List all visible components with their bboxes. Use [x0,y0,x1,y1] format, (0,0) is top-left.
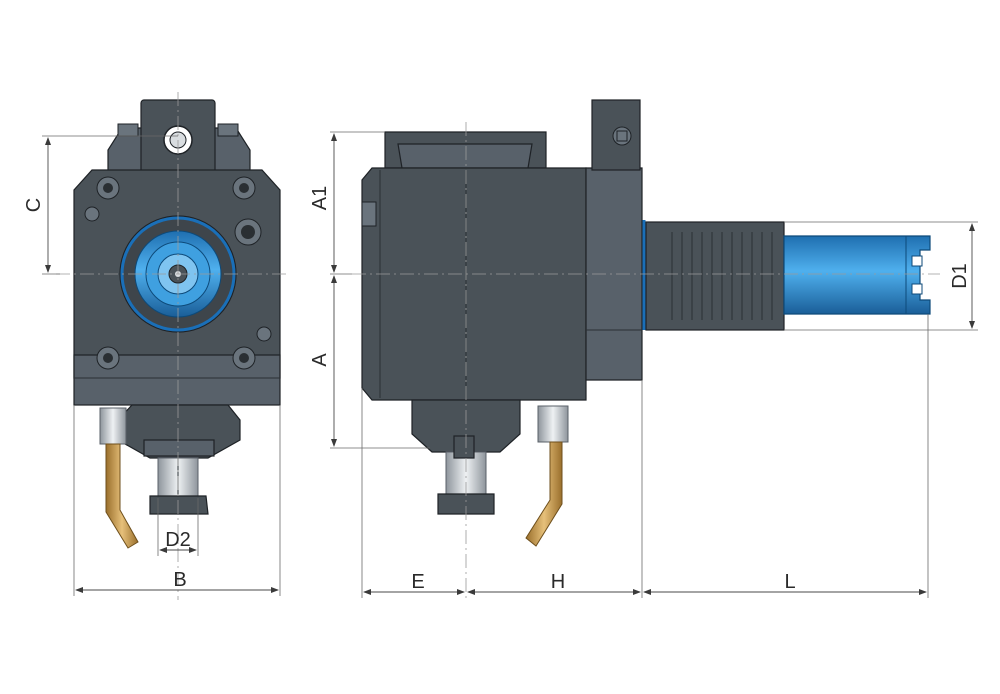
front-bolts [84,176,272,370]
front-view [56,92,290,600]
label-a1: A1 [309,186,331,210]
side-view [352,99,940,600]
label-d2: D2 [165,529,191,551]
dimension-labels: C B D2 A1 A E H L D1 [23,186,971,593]
label-b: B [173,569,186,591]
label-e: E [411,571,424,593]
label-a: A [309,353,331,367]
dimensions [42,131,978,598]
label-l: L [784,571,795,593]
label-d1: D1 [949,263,971,289]
label-c: C [23,198,45,212]
thread-grooves [671,232,773,320]
label-h: H [551,571,565,593]
